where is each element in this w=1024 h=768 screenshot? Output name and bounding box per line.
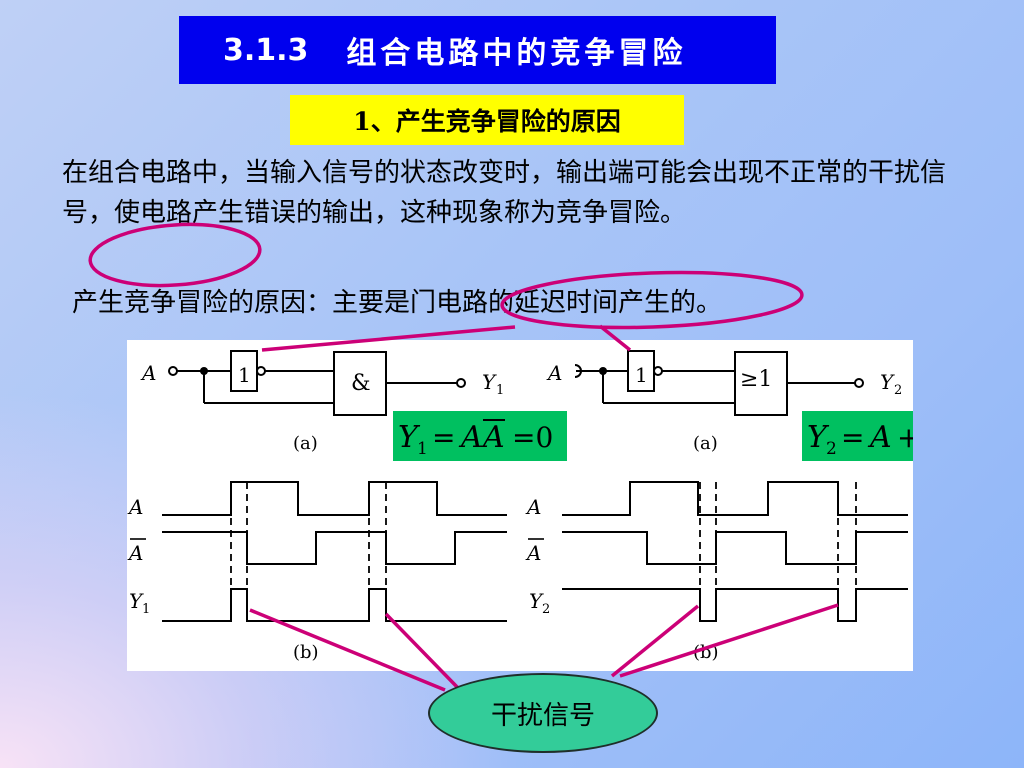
glitch-callout: 干扰信号 — [428, 673, 658, 753]
left-and-gate-label: & — [351, 371, 371, 396]
right-formula-eq: = — [841, 421, 864, 454]
right-timing-diagram — [562, 481, 908, 622]
right-not-gate-label: 1 — [635, 363, 648, 387]
left-not-gate — [230, 350, 258, 392]
right-formula-a: A — [867, 420, 892, 455]
cause-paragraph: 产生竞争冒险的原因：主要是门电路的延迟时间产生的。 — [72, 288, 723, 318]
left-caption-b: (b) — [293, 642, 319, 663]
left-caption-a: (a) — [293, 433, 318, 454]
pointer-line-y2-second-glitch — [619, 603, 839, 678]
right-not-gate — [627, 350, 655, 392]
intro-paragraph: 在组合电路中，当输入信号的状态改变时，输出端可能会出现不正常的干扰信号，使电路产… — [62, 158, 947, 228]
subtitle-box: 1、产生竞争冒险的原因 — [290, 95, 684, 145]
right-caption-a: (a) — [693, 433, 718, 454]
section-title-bar: 3.1.3 组合电路中的竞争冒险 — [179, 16, 776, 84]
right-circuit — [574, 350, 864, 416]
left-output-label: Y — [482, 370, 497, 394]
pointer-line-y1-first-glitch — [249, 608, 446, 692]
left-formula-sub: 1 — [417, 439, 428, 459]
left-formula-box: Y 1 = A A =0 — [393, 411, 567, 461]
right-output-label: Y — [880, 370, 895, 394]
pointer-line-left-gate — [261, 325, 516, 352]
right-input-label: A — [546, 361, 562, 385]
highlight-ring-cause — [500, 270, 804, 330]
right-output-terminal — [854, 378, 864, 388]
left-formula-abar: A — [480, 420, 505, 455]
left-timing-label-y: Y — [129, 589, 144, 613]
diagram-panel: A 1 & Y 1 (a) A 1 ≥1 Y 2 (a) A A Y 1 (b)… — [127, 340, 1007, 671]
right-formula-sub: 2 — [826, 439, 837, 459]
right-timing-label-abar: A — [525, 541, 541, 565]
glitch-callout-text: 干扰信号 — [490, 700, 595, 731]
left-timing-label-a: A — [127, 495, 143, 519]
highlight-ring-term — [88, 222, 262, 288]
left-timing-label-abar: A — [127, 541, 143, 565]
right-timing-label-y-sub: 2 — [542, 602, 550, 617]
section-number: 3.1.3 — [223, 32, 309, 68]
left-circuit — [168, 350, 466, 416]
left-output-terminal — [456, 378, 466, 388]
right-timing-label-a: A — [525, 495, 541, 519]
left-timing-label-y-sub: 1 — [142, 602, 150, 617]
section-title: 组合电路中的竞争冒险 — [346, 36, 687, 71]
left-formula-a: A — [458, 420, 483, 455]
pointer-line-y1-second-glitch — [384, 612, 462, 692]
left-input-label: A — [140, 361, 156, 385]
right-timing-label-y: Y — [529, 589, 544, 613]
right-formula-y: Y — [807, 420, 830, 455]
left-not-gate-label: 1 — [238, 363, 251, 387]
left-output-subscript: 1 — [496, 383, 504, 398]
right-output-subscript: 2 — [894, 383, 902, 398]
left-formula-result: =0 — [512, 421, 553, 454]
right-or-gate-label: ≥1 — [740, 367, 772, 392]
left-formula-eq: = — [432, 421, 455, 454]
left-formula-y: Y — [398, 420, 421, 455]
subtitle-text: 1、产生竞争冒险的原因 — [353, 107, 621, 136]
left-and-gate — [333, 351, 387, 416]
left-timing-diagram — [162, 481, 507, 622]
pointer-line-y2-first-glitch — [610, 604, 700, 678]
pointer-line-right-gate — [598, 324, 632, 352]
